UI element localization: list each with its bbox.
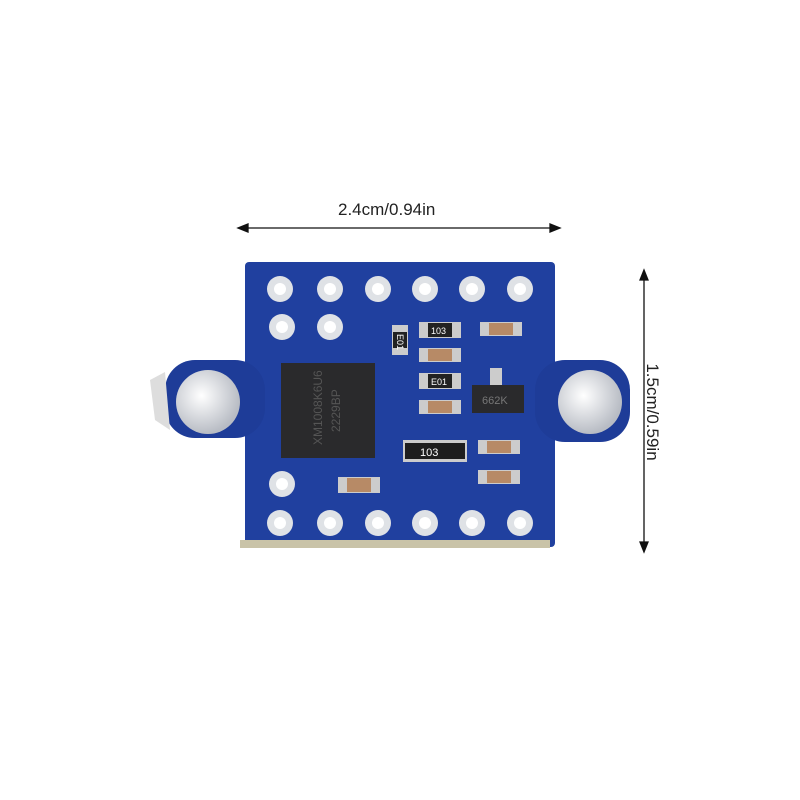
pin-hole <box>324 517 336 529</box>
pin-hole <box>419 283 431 295</box>
svg-text:E01: E01 <box>431 377 447 387</box>
pin-hole <box>324 283 336 295</box>
height-dimension-arrow <box>639 268 649 554</box>
pin-hole <box>466 283 478 295</box>
height-dimension-label: 1.5cm/0.59in <box>643 363 662 461</box>
pin-hole <box>276 478 288 490</box>
svg-text:662K: 662K <box>482 395 508 407</box>
pin-hole <box>372 517 384 529</box>
width-dimension-arrow <box>236 223 562 233</box>
pin-hole <box>514 283 526 295</box>
width-dimension-label: 2.4cm/0.94in <box>338 200 436 219</box>
pin-hole <box>324 321 336 333</box>
mounting-hole-right <box>558 370 622 434</box>
svg-text:103: 103 <box>420 447 438 459</box>
ic-chip: XM1008K6U6 2229BP <box>281 363 375 458</box>
pin-hole <box>276 321 288 333</box>
svg-text:103: 103 <box>431 326 446 336</box>
pin-hole <box>372 283 384 295</box>
pin-hole <box>274 283 286 295</box>
pin-hole <box>274 517 286 529</box>
svg-text:XM1008K6U6: XM1008K6U6 <box>311 370 325 445</box>
smd-components: 103 E01 E01 662K 103 <box>338 322 524 493</box>
pin-hole <box>514 517 526 529</box>
svg-text:E01: E01 <box>395 334 405 350</box>
svg-text:2229BP: 2229BP <box>329 389 343 432</box>
pin-hole <box>419 517 431 529</box>
pin-hole <box>466 517 478 529</box>
mounting-hole-left <box>176 370 240 434</box>
header-pins <box>267 276 533 536</box>
